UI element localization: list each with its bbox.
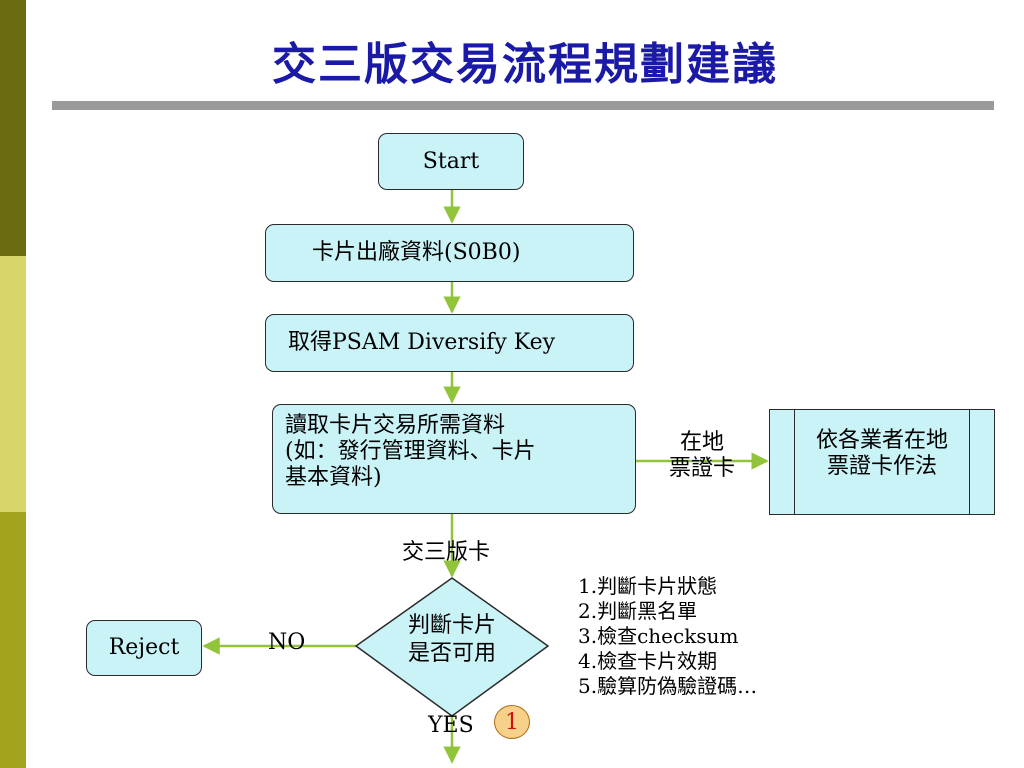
step-card-factory-data: 卡片出廠資料(S0B0) [265,224,634,282]
title-divider [52,101,994,110]
edge-label-third-version-card: 交三版卡 [402,540,491,565]
check-item: 1.判斷卡片狀態 [578,574,718,598]
step-card-factory-data-label: 卡片出廠資料(S0B0) [312,240,521,265]
start-label: Start [422,148,480,174]
slide-title: 交三版交易流程規劃建議 [272,39,778,90]
step-get-psam-key: 取得PSAM Diversify Key [265,314,634,372]
step-get-psam-key-label: 取得PSAM Diversify Key [288,330,556,355]
process-local-card-line: 依各業者在地 [815,428,948,453]
branch-label-line: 票證卡 [668,456,735,481]
step-read-card-data-line: 基本資料) [285,465,382,490]
step-number-badge: 1 [494,705,530,739]
decision-line: 判斷卡片 [407,613,496,638]
sidebar-band-middle [0,256,26,512]
sidebar-band-bottom [0,512,26,768]
decision-line: 是否可用 [407,641,496,666]
step-read-card-data: 讀取卡片交易所需資料 (如：發行管理資料、卡片 基本資料) [272,404,636,514]
no-label: NO [268,630,306,655]
check-item: 3.檢查checksum [578,624,739,648]
reject-node: Reject [86,620,202,676]
reject-label: Reject [108,635,180,660]
check-item: 4.檢查卡片效期 [578,649,718,673]
decision-text: 判斷卡片 是否可用 [396,612,508,668]
step-read-card-data-line: (如：發行管理資料、卡片 [285,439,536,464]
sidebar-band-top [0,0,26,256]
check-item: 2.判斷黑名單 [578,599,698,623]
process-local-card-text: 依各業者在地 票證卡作法 [770,428,994,480]
process-local-card-handling: 依各業者在地 票證卡作法 [769,409,995,515]
start-node: Start [378,133,524,190]
decision-diamond [354,577,550,717]
check-list: 1.判斷卡片狀態 2.判斷黑名單 3.檢查checksum 4.檢查卡片效期 5… [578,574,757,699]
process-local-card-line: 票證卡作法 [826,454,937,479]
process-inner-bars [794,410,970,514]
check-item: 5.驗算防偽驗證碼… [578,674,758,698]
yes-label: YES [428,713,474,738]
step-read-card-data-line: 讀取卡片交易所需資料 [285,413,506,438]
branch-label-local-card: 在地 票證卡 [657,430,747,482]
branch-label-line: 在地 [679,430,724,455]
